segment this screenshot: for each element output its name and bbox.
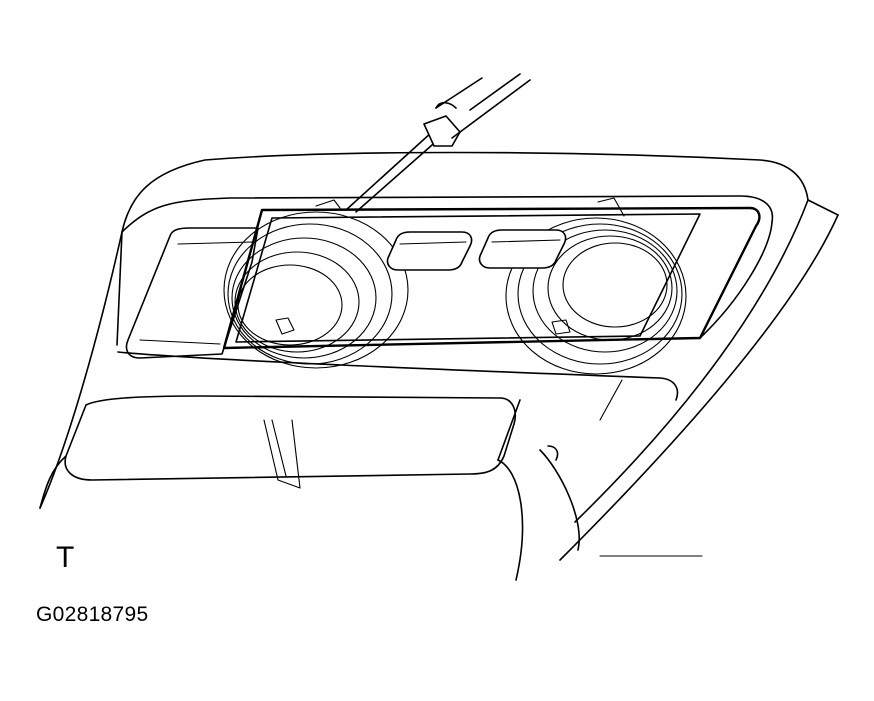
pillar-icon (497, 379, 623, 581)
switch-buttons (386, 229, 567, 271)
roof-console (39, 151, 839, 561)
screwdriver-icon (345, 73, 531, 213)
map-light-lens (222, 197, 761, 375)
view-letter: T (56, 541, 75, 574)
figure-id: G02818795 (36, 603, 149, 626)
right-lens-rings (505, 217, 687, 375)
visor-icon (39, 395, 516, 509)
left-lens-rings (223, 211, 409, 369)
